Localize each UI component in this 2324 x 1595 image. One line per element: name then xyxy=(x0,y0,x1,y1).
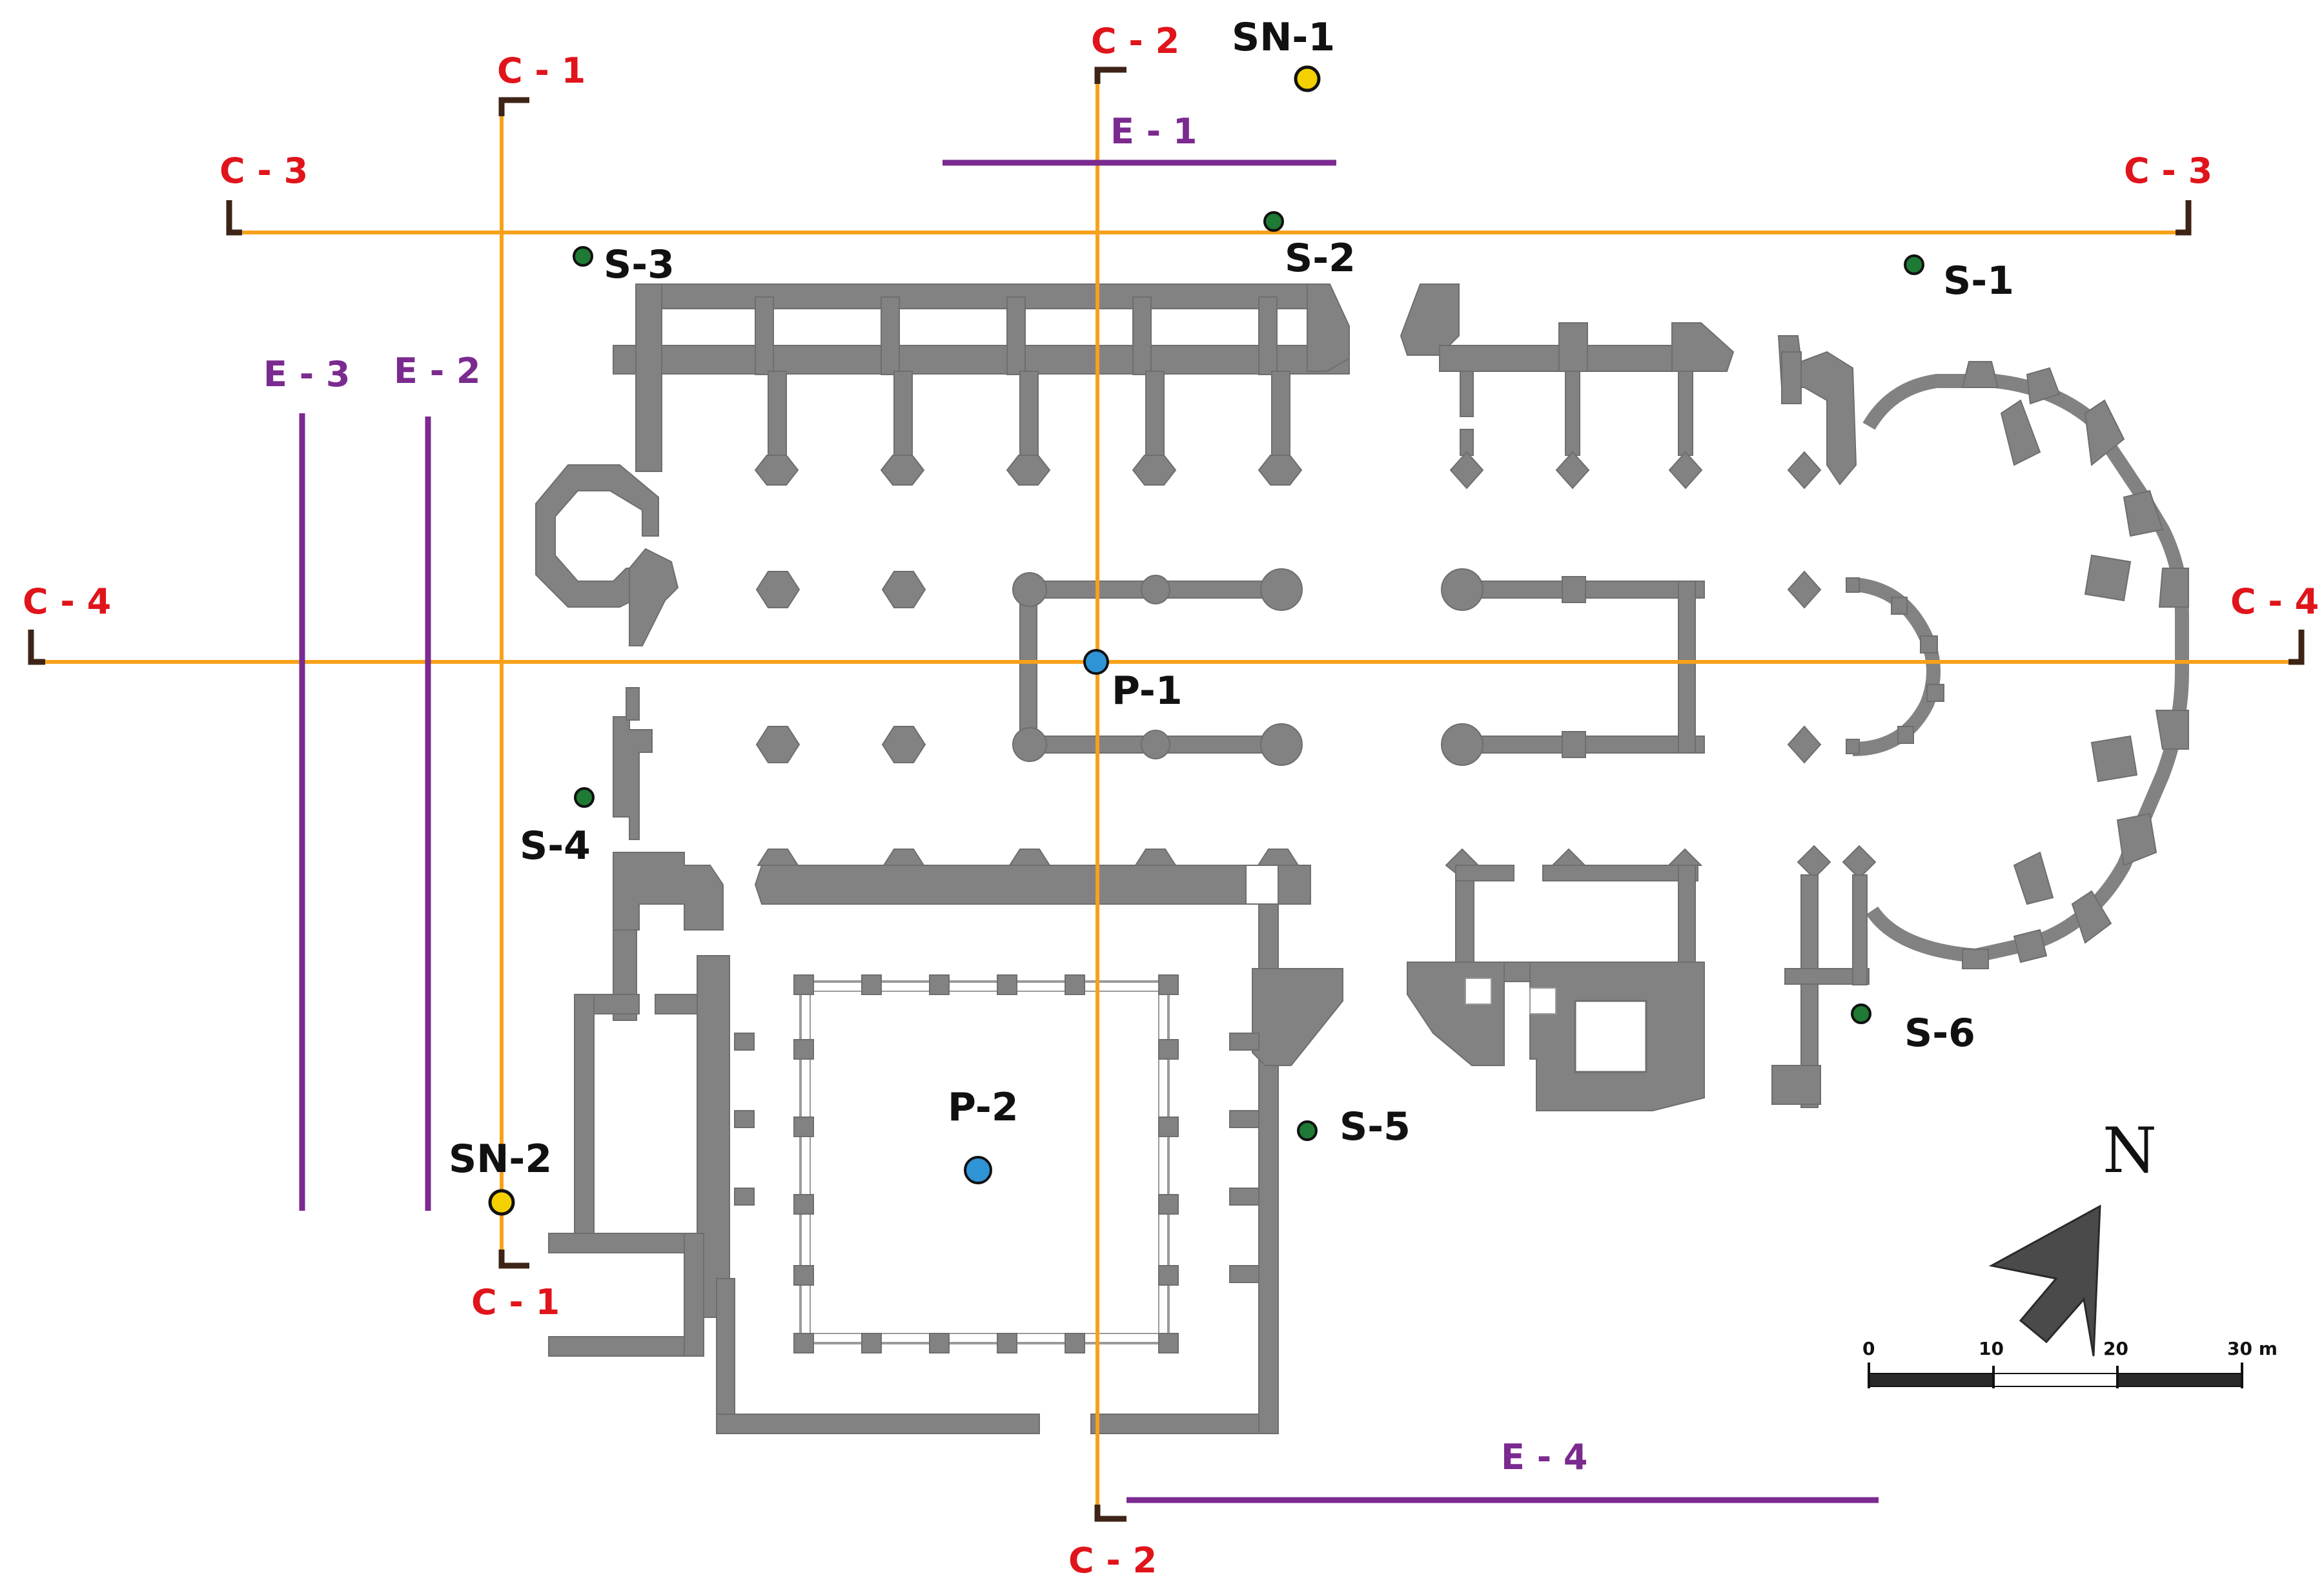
bracket-c4-right xyxy=(2288,630,2305,665)
label-sn1: SN-1 xyxy=(1232,15,1335,60)
north-label: N xyxy=(2103,1115,2157,1187)
site-marker-s6 xyxy=(1851,1003,1871,1024)
sn-marker-sn2 xyxy=(488,1189,515,1216)
site-marker-s3 xyxy=(573,246,593,267)
bracket-c4-left xyxy=(28,630,45,665)
label-s4: S-4 xyxy=(520,823,591,869)
bracket-c3-left xyxy=(226,200,242,236)
label-c3-left: C - 3 xyxy=(219,150,308,191)
north-arrow: N xyxy=(1988,1115,2157,1357)
bracket-c1-bottom xyxy=(498,1250,529,1269)
section-brackets xyxy=(28,67,2305,1522)
pit-marker-p2 xyxy=(964,1156,992,1184)
label-c1-bottom: C - 1 xyxy=(471,1282,560,1322)
label-p1: P-1 xyxy=(1112,668,1183,714)
label-c2-top: C - 2 xyxy=(1091,21,1179,61)
scale-bar: 0 10 20 30 m xyxy=(1862,1338,2278,1388)
label-c1-top: C - 1 xyxy=(497,50,586,91)
scale-tick-30: 30 m xyxy=(2227,1338,2278,1359)
pit-marker-p1 xyxy=(1083,649,1109,675)
label-c3-right: C - 3 xyxy=(2124,150,2212,191)
scale-tick-0: 0 xyxy=(1862,1338,1875,1359)
scale-tick-10: 10 xyxy=(1979,1338,2004,1359)
church-floor-plan xyxy=(535,283,2189,1434)
label-c4-right: C - 4 xyxy=(2230,581,2319,622)
ert-profiles xyxy=(299,160,1879,1503)
scale-tick-20: 20 xyxy=(2103,1338,2128,1359)
label-p2: P-2 xyxy=(948,1085,1019,1130)
label-e4: E - 4 xyxy=(1501,1437,1587,1477)
site-marker-s5 xyxy=(1297,1120,1318,1141)
label-e2: E - 2 xyxy=(394,351,480,391)
bracket-c2-top xyxy=(1094,67,1126,84)
label-c4-left: C - 4 xyxy=(23,581,111,622)
site-marker-s1 xyxy=(1904,254,1924,275)
north-arrow-icon xyxy=(1988,1204,2101,1357)
pit-points xyxy=(964,649,1109,1184)
site-points xyxy=(573,211,1924,1141)
label-s1: S-1 xyxy=(1943,258,2014,304)
label-s3: S-3 xyxy=(604,242,675,287)
bracket-c1-top xyxy=(498,97,529,116)
label-s6: S-6 xyxy=(1904,1011,1975,1056)
label-e1: E - 1 xyxy=(1110,111,1197,152)
label-c2-bottom: C - 2 xyxy=(1068,1540,1157,1581)
site-marker-s2 xyxy=(1263,211,1284,232)
point-labels: S-1 S-2 S-3 S-4 S-5 S-6 SN-1 SN-2 P-1 P-… xyxy=(449,15,2014,1182)
label-s5: S-5 xyxy=(1340,1104,1411,1149)
label-s2: S-2 xyxy=(1285,236,1356,281)
seismic-noise-points xyxy=(488,65,1321,1216)
site-marker-s4 xyxy=(574,787,595,808)
bracket-c2-bottom xyxy=(1094,1505,1126,1522)
label-sn2: SN-2 xyxy=(449,1137,552,1182)
label-e3: E - 3 xyxy=(263,354,350,395)
section-labels: C - 1 C - 1 C - 2 C - 2 C - 3 C - 3 C - … xyxy=(23,21,2319,1581)
sn-marker-sn1 xyxy=(1294,65,1321,92)
section-lines xyxy=(36,71,2298,1511)
ert-labels: E - 1 E - 2 E - 3 E - 4 xyxy=(263,111,1587,1477)
bracket-c3-right xyxy=(2176,200,2192,236)
